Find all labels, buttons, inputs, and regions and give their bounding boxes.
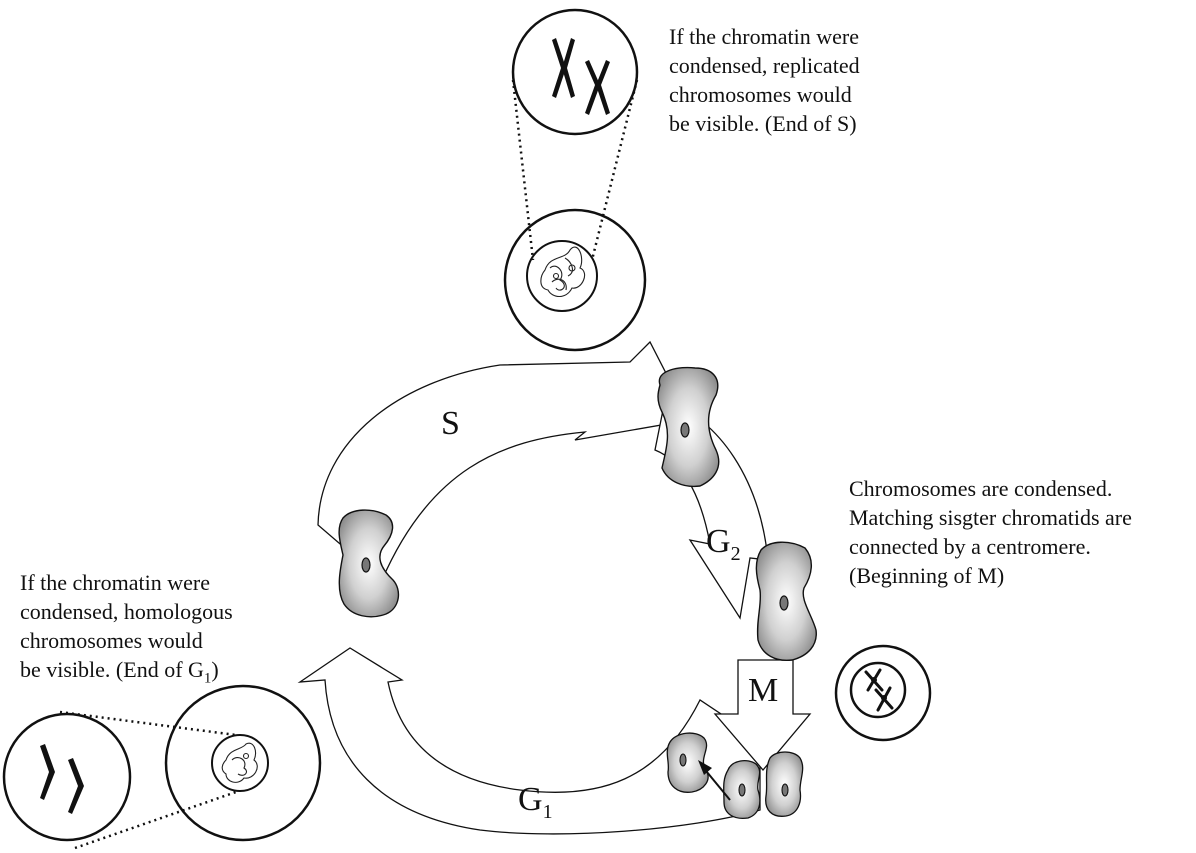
note-right-line-3: connected by a centromere. bbox=[849, 534, 1091, 559]
note-end-of-s: If the chromatin were condensed, replica… bbox=[669, 22, 860, 138]
note-right-line-1: Chromosomes are condensed. bbox=[849, 476, 1113, 501]
top-replicated-chromosomes bbox=[552, 38, 610, 115]
g2-label-base: G bbox=[706, 523, 731, 560]
note-left-line-4-prefix: be visible. (End of G bbox=[20, 657, 204, 682]
note-left-line-4: be visible. (End of G1) bbox=[20, 655, 233, 693]
g1-label-sub: 1 bbox=[542, 800, 553, 823]
m-centromere-1 bbox=[871, 677, 877, 683]
m-phase-arrow bbox=[713, 659, 812, 772]
g1-magnified-circle bbox=[2, 712, 132, 842]
g2-phase-label: G2 bbox=[706, 525, 741, 564]
note-right-line-2: Matching sisgter chromatids are bbox=[849, 505, 1132, 530]
note-left-line-4-sub: 1 bbox=[203, 670, 212, 687]
note-left-line-2: condensed, homologous bbox=[20, 599, 233, 624]
top-chromatin bbox=[540, 246, 586, 298]
s-phase-label: S bbox=[441, 405, 460, 442]
note-left-line-1: If the chromatin were bbox=[20, 570, 210, 595]
g2-label-sub: 2 bbox=[730, 542, 741, 565]
note-top-line-1: If the chromatin were bbox=[669, 24, 859, 49]
m-centromere-2 bbox=[881, 695, 887, 701]
top-zoom-line-left bbox=[511, 79, 535, 261]
cell-g2-m bbox=[755, 541, 817, 662]
note-left-line-3: chromosomes would bbox=[20, 628, 203, 653]
top-zoom-line-right bbox=[590, 79, 639, 261]
daughter-cell-1 bbox=[666, 732, 709, 793]
note-top-line-3: chromosomes would bbox=[669, 82, 852, 107]
g1-homologous-chromosomes bbox=[40, 744, 84, 814]
note-top-line-4: be visible. (End of S) bbox=[669, 111, 857, 136]
top-magnified-circle bbox=[511, 8, 639, 136]
g1-phase-arrow bbox=[297, 647, 761, 835]
cell-s-g2 bbox=[657, 366, 720, 488]
g1-phase-label: G1 bbox=[518, 783, 553, 822]
g1-zoom-line-bottom bbox=[74, 790, 237, 850]
note-beginning-of-m: Chromosomes are condensed. Matching sisg… bbox=[849, 474, 1132, 590]
m-phase-label: M bbox=[748, 672, 779, 709]
note-left-line-4-suffix: ) bbox=[211, 657, 219, 682]
division-arrowhead bbox=[698, 760, 712, 775]
cell-g1-s bbox=[338, 509, 400, 618]
daughter-cell-3 bbox=[765, 751, 804, 817]
note-top-line-2: condensed, replicated bbox=[669, 53, 860, 78]
g1-chromatin bbox=[221, 742, 258, 783]
note-end-of-g1: If the chromatin were condensed, homolog… bbox=[20, 568, 233, 693]
g1-nucleus bbox=[211, 734, 269, 792]
daughter-cell-2 bbox=[723, 759, 761, 820]
g1-label-base: G bbox=[518, 781, 543, 818]
note-right-line-4: (Beginning of M) bbox=[849, 563, 1005, 588]
